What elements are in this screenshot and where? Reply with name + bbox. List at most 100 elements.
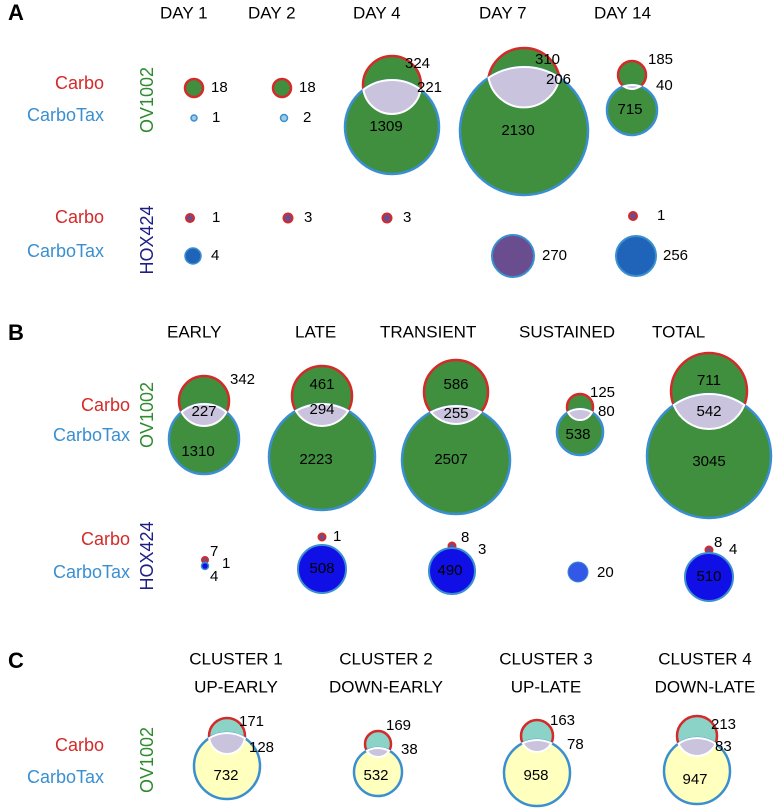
count-overlap: 3 [478, 541, 486, 558]
total-overlap-region [672, 393, 746, 430]
count-overlap: 38 [401, 741, 418, 758]
cluster2-overlap-region [365, 747, 391, 758]
panel-c-column-label: CLUSTER 4 [658, 649, 752, 668]
carbotax-circle [190, 114, 198, 122]
count-carbo-only: 711 [697, 372, 721, 389]
day7-overlap-region [487, 66, 561, 109]
count-carbotax-only: 1309 [369, 118, 402, 135]
transient-overlap-region [429, 405, 483, 425]
day14-overlap-region [621, 84, 643, 90]
row-label-carbo: Carbo [55, 73, 104, 93]
count-carbotax-only: 532 [363, 767, 388, 784]
row-label-carbo: Carbo [81, 529, 130, 549]
count-overlap: 4 [729, 541, 737, 558]
count-carbo-only: 3 [304, 209, 312, 226]
count-overlap: 78 [567, 736, 584, 753]
row-label-carbotax: CarboTax [27, 105, 104, 125]
carbo-circle [185, 213, 195, 223]
carbotax-circle [684, 552, 734, 602]
count-carbo-only: 213 [711, 716, 736, 733]
carbotax-circle [184, 247, 202, 265]
count-overlap: 255 [443, 405, 468, 422]
count-carbotax-only: 1310 [181, 443, 214, 460]
count-carbotax-only: 2130 [501, 122, 534, 139]
count-carbotax-only: 1 [212, 109, 220, 126]
count-carbo-only: 18 [299, 79, 316, 96]
cluster1-overlap-region [208, 732, 246, 755]
count-carbo-only: 8 [714, 534, 722, 551]
panel-a-column-label: DAY 4 [353, 3, 401, 22]
count-overlap: 83 [715, 738, 732, 755]
carbo-circle [282, 212, 294, 224]
count-carbo-only: 1 [657, 207, 665, 224]
count-carbotax-only: 538 [565, 426, 590, 443]
count-carbo-only: 586 [443, 376, 468, 393]
count-carbotax-only: 3045 [692, 453, 725, 470]
count-carbo-only: 7 [210, 543, 218, 560]
count-carbotax-only: 270 [542, 247, 567, 264]
group-label-ov1002: OV1002 [137, 67, 157, 133]
count-overlap: 40 [656, 77, 673, 94]
carbo-circle [317, 532, 327, 542]
carbo-circle [271, 77, 293, 99]
group-label-hox424: HOX424 [137, 205, 157, 274]
group-label-ov1002: OV1002 [137, 727, 157, 793]
count-carbo-only: 310 [535, 51, 560, 68]
panel-a-column-label: DAY 2 [248, 3, 296, 22]
carbo-circle [183, 77, 205, 99]
panel-c-column-label: UP-LATE [511, 677, 582, 696]
panel-c-column-label: CLUSTER 3 [499, 649, 593, 668]
count-carbotax-only: 510 [696, 568, 721, 585]
count-overlap: 542 [696, 403, 721, 420]
count-carbo-only: 1 [333, 528, 341, 545]
count-overlap: 227 [191, 403, 216, 420]
panel-a-column-label: DAY 1 [160, 3, 208, 22]
row-label-carbotax: CarboTax [27, 241, 104, 261]
cluster3-overlap-region [521, 739, 553, 753]
count-carbo-only: 169 [386, 717, 411, 734]
count-carbotax-only: 2507 [434, 451, 467, 468]
carbotax-circle [297, 544, 347, 594]
count-carbo-only: 1 [212, 209, 220, 226]
panel-a-letter: A [8, 0, 24, 25]
count-carbotax-only: 732 [213, 767, 238, 784]
panel-c-column-label: DOWN-LATE [655, 677, 756, 696]
count-carbo-only: 8 [461, 529, 469, 546]
count-overlap: 221 [417, 79, 442, 96]
sustained-overlap-region [566, 408, 594, 421]
day4-overlap-region [362, 79, 422, 115]
early-overlap-region [180, 403, 228, 427]
cluster4-overlap-region [677, 737, 717, 757]
count-carbotax-only: 256 [663, 247, 688, 264]
count-carbotax-only: 947 [682, 771, 707, 788]
count-carbotax-only: 958 [523, 767, 548, 784]
count-carbotax-only: 20 [597, 564, 614, 581]
carbotax-circle [279, 113, 289, 123]
row-label-carbo: Carbo [55, 207, 104, 227]
count-overlap: 294 [309, 401, 334, 418]
panel-b-column-label: SUSTAINED [519, 322, 615, 341]
count-carbotax-only: 715 [617, 101, 642, 118]
carbotax-circle [491, 234, 535, 278]
panel-b-column-label: TRANSIENT [380, 322, 476, 341]
count-carbotax-only: 4 [210, 568, 218, 585]
count-carbo-only: 461 [309, 376, 334, 393]
carbo-circle [381, 212, 393, 224]
count-overlap: 206 [546, 71, 571, 88]
count-carbo-only: 3 [403, 209, 411, 226]
count-carbo-only: 18 [211, 79, 228, 96]
count-carbotax-only: 490 [437, 562, 462, 579]
panel-c-column-label: UP-EARLY [194, 677, 278, 696]
panel-c-column-label: DOWN-EARLY [329, 677, 443, 696]
row-label-carbotax: CarboTax [53, 425, 130, 445]
carbotax-circle [615, 235, 657, 277]
row-label-carbo: Carbo [55, 735, 104, 755]
count-carbotax-only: 2223 [299, 451, 332, 468]
count-carbotax-only: 508 [309, 560, 334, 577]
count-carbo-only: 185 [648, 51, 673, 68]
panel-b-column-label: LATE [295, 322, 336, 341]
panel-c-column-label: CLUSTER 2 [339, 649, 433, 668]
panel-b-column-label: EARLY [167, 322, 222, 341]
panel-a-column-label: DAY 14 [594, 3, 651, 22]
